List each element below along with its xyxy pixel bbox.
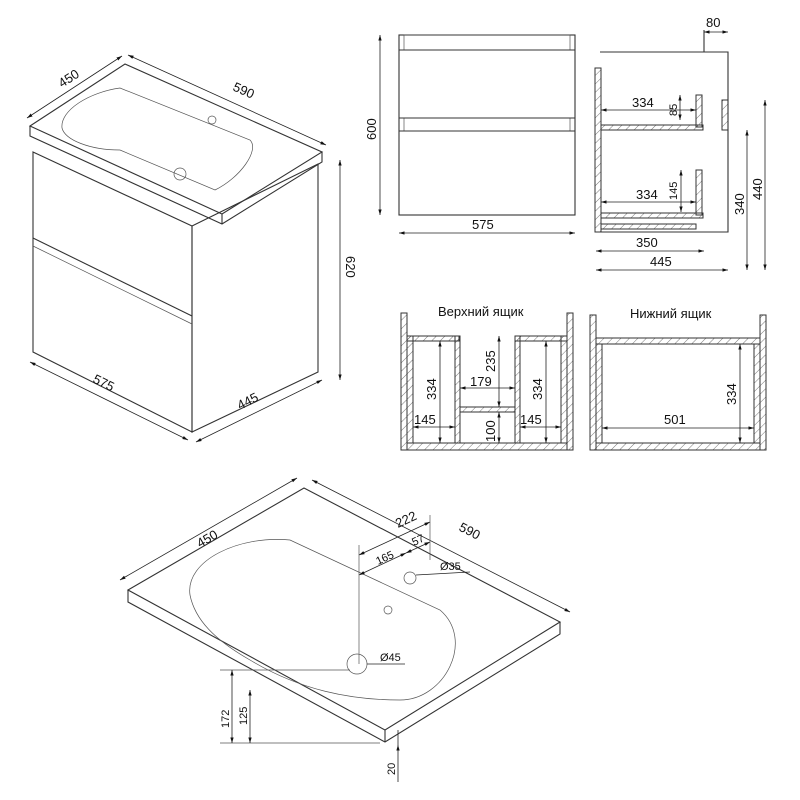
dim-hole-diameter: Ø35 [440, 561, 461, 573]
dim-drawer-depth: 350 [636, 235, 658, 250]
dim-right-width: 145 [520, 412, 542, 427]
dim-depth: 450 [55, 66, 81, 90]
drain-hole [173, 167, 187, 181]
faucet-hole [403, 571, 417, 585]
dim-basin-depth: 450 [194, 527, 220, 551]
dim-basin-width: 590 [457, 519, 483, 542]
faucet-hole [207, 115, 217, 125]
basin-bowl [61, 87, 253, 191]
cabinet-front [32, 151, 193, 433]
side-view: 80 334 85 334 145 350 445 340 440 [594, 15, 767, 272]
lower-drawer-view: Нижний ящик 334 501 [589, 306, 767, 451]
dim-lower-height: 145 [668, 182, 680, 200]
dim-bowl-height: 125 [238, 707, 250, 725]
dim-440: 440 [750, 178, 765, 200]
dim-base-depth: 445 [235, 389, 261, 412]
upper-drawer-view: Верхний ящик 334 145 235 179 100 334 145 [400, 304, 574, 451]
drain-hole [346, 653, 368, 675]
dim-lower-drawer-width: 501 [664, 412, 686, 427]
dim-center-height: 235 [483, 350, 498, 372]
dim-hole-side: 57 [410, 533, 426, 549]
dim-bottom-height: 100 [483, 420, 498, 442]
dim-total-depth: 445 [650, 254, 672, 269]
dim-lower-drawer-height: 334 [724, 383, 739, 405]
dim-front-height: 600 [364, 118, 379, 140]
dim-front-width: 575 [472, 217, 494, 232]
dim-left-height: 334 [424, 378, 439, 400]
cabinet-side [191, 163, 319, 433]
dim-right-height: 334 [530, 378, 545, 400]
basin-view: 450 590 222 165 57 Ø35 Ø45 172 125 20 [119, 477, 571, 782]
dim-height: 620 [343, 256, 358, 278]
basin-top [126, 487, 562, 731]
dim-drain-diameter: Ø45 [380, 652, 401, 664]
front-view: 600 575 [364, 34, 576, 235]
dim-lower-depth: 334 [636, 187, 658, 202]
iso-cabinet-view: 450 590 620 575 445 [26, 54, 358, 443]
dim-top-offset: 80 [706, 15, 720, 30]
dim-340: 340 [732, 193, 747, 215]
drawer-split [32, 237, 193, 317]
dim-width: 590 [231, 79, 257, 102]
dim-total-height: 172 [220, 710, 232, 728]
dim-base-width: 575 [91, 371, 117, 394]
dim-upper-depth: 334 [632, 95, 654, 110]
dim-center-width: 179 [470, 374, 492, 389]
dim-hole-offset: 222 [393, 508, 419, 531]
lower-drawer-title: Нижний ящик [630, 306, 712, 321]
countertop-top [28, 63, 324, 215]
dim-left-width: 145 [414, 412, 436, 427]
dim-drain-offset: 165 [374, 549, 396, 568]
dim-upper-height: 85 [668, 104, 680, 116]
basin-bowl [189, 539, 456, 701]
dim-slab-thickness: 20 [386, 763, 398, 775]
upper-drawer-title: Верхний ящик [438, 304, 524, 319]
